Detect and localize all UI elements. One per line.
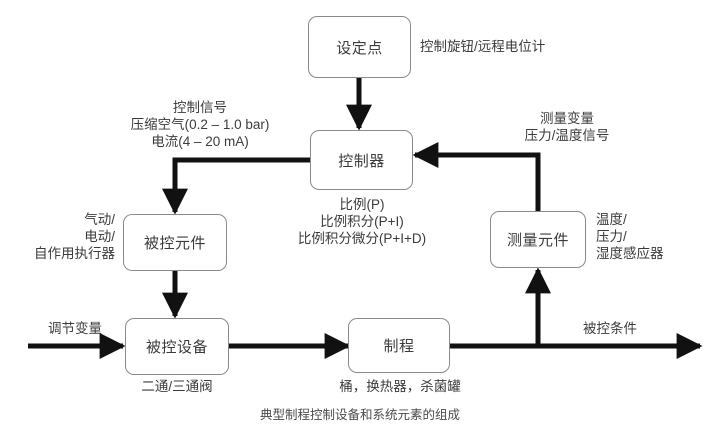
label-manipulated-variable: 调节变量 bbox=[48, 321, 102, 336]
label-controller-modes: 比例(P) 比例积分(P+I) 比例积分微分(P+I+D) bbox=[297, 197, 427, 246]
node-controlled-equipment-label: 被控设备 bbox=[145, 339, 208, 356]
node-process-label: 制程 bbox=[383, 338, 415, 355]
label-control-signal: 控制信号 压缩空气(0.2 – 1.0 bar) 电流(4 – 20 mA) bbox=[130, 100, 270, 149]
node-measuring-element-label: 测量元件 bbox=[506, 232, 569, 249]
measuring-to-controller bbox=[412, 142, 541, 211]
label-process-types: 桶，换热器，杀菌罐 bbox=[339, 379, 461, 394]
node-process[interactable]: 制程 bbox=[348, 318, 450, 373]
label-sensor-types: 温度/ 压力/ 湿度感应器 bbox=[596, 212, 664, 261]
node-measuring-element[interactable]: 测量元件 bbox=[490, 211, 586, 268]
node-final-control-element[interactable]: 被控元件 bbox=[123, 214, 227, 271]
label-measured-variable: 测量变量 压力/温度信号 bbox=[524, 111, 610, 143]
label-valve-types: 二通/三通阀 bbox=[141, 379, 213, 394]
node-setpoint[interactable]: 设定点 bbox=[308, 16, 411, 78]
node-controlled-equipment[interactable]: 被控设备 bbox=[125, 318, 229, 375]
label-actuator-types: 气动/ 电动/ 自作用执行器 bbox=[34, 212, 115, 261]
diagram-caption: 典型制程控制设备和系统元素的组成 bbox=[259, 408, 460, 422]
label-controlled-condition: 被控条件 bbox=[583, 321, 637, 336]
node-final-control-element-label: 被控元件 bbox=[143, 235, 206, 252]
label-setpoint-note: 控制旋钮/远程电位计 bbox=[420, 39, 546, 54]
node-controller-label: 控制器 bbox=[338, 152, 385, 170]
controller-to-final-element bbox=[162, 157, 310, 215]
node-controller[interactable]: 控制器 bbox=[310, 130, 413, 190]
node-setpoint-label: 设定点 bbox=[336, 39, 383, 57]
